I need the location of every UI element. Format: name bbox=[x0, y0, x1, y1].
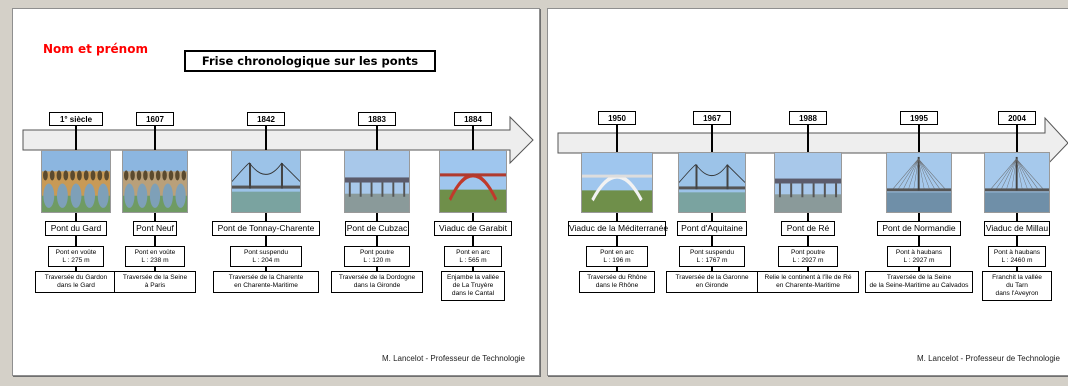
bridge-type: Pont poutre bbox=[359, 248, 395, 256]
description-line: Traversée de la Garonne bbox=[675, 274, 749, 281]
bridge-photo bbox=[984, 152, 1050, 213]
year-box: 1988 bbox=[789, 111, 827, 125]
bridge-photo bbox=[581, 152, 653, 213]
description-line: Traversée du Rhône bbox=[587, 274, 647, 281]
bridge-length: L : 1767 m bbox=[696, 256, 728, 264]
description-line: dans le Rhône bbox=[595, 282, 639, 289]
description-line: en Charente-Maritime bbox=[776, 282, 840, 289]
description-line: Enjambe la vallée bbox=[446, 274, 500, 281]
description-line: Traversée de la Dordogne bbox=[338, 274, 416, 281]
bridge-name: Viaduc de Millau bbox=[984, 221, 1050, 236]
bridge-length: L : 275 m bbox=[62, 256, 90, 264]
bridge-photo bbox=[41, 150, 111, 213]
bridge-length: L : 2460 m bbox=[1001, 256, 1033, 264]
bridge-name: Pont du Gard bbox=[45, 221, 107, 236]
year-box: 1607 bbox=[136, 112, 174, 126]
year-box: 1° siècle bbox=[49, 112, 103, 126]
bridge-photo bbox=[678, 152, 746, 213]
year-box: 1950 bbox=[598, 111, 636, 125]
bridge-length: L : 196 m bbox=[603, 256, 631, 264]
description-line: de La Truyère bbox=[452, 282, 494, 289]
description-line: dans le Cantal bbox=[451, 290, 495, 297]
bridge-type: Pont à haubans bbox=[993, 248, 1041, 256]
bridge-name: Pont de Cubzac bbox=[345, 221, 409, 236]
bridge-type: Pont à haubans bbox=[895, 248, 943, 256]
description-line: du Tarn bbox=[1006, 282, 1028, 289]
bridge-photo bbox=[122, 150, 188, 213]
footer-credit: M. Lancelot - Professeur de Technologie bbox=[381, 354, 525, 363]
year-box: 1967 bbox=[693, 111, 731, 125]
bridge-type: Pont en arc bbox=[600, 248, 634, 256]
footer-credit: M. Lancelot - Professeur de Technologie bbox=[916, 354, 1060, 363]
bridge-name: Pont de Normandie bbox=[877, 221, 961, 236]
bridge-type: Pont suspendu bbox=[690, 248, 734, 256]
description-line: dans la Gironde bbox=[353, 282, 401, 289]
bridge-name: Pont de Ré bbox=[781, 221, 835, 236]
description-line: Franchit la vallée bbox=[992, 274, 1042, 281]
description-line: dans le Gard bbox=[57, 282, 95, 289]
year-box: 1883 bbox=[358, 112, 396, 126]
bridge-photo bbox=[231, 150, 301, 213]
name-label: Nom et prénom bbox=[43, 42, 148, 56]
description-line: Traversée de la Charente bbox=[228, 274, 304, 281]
bridge-type: Pont poutre bbox=[790, 248, 826, 256]
description-line: en Charente-Maritime bbox=[234, 282, 298, 289]
bridge-type: Pont en voûte bbox=[55, 248, 97, 256]
year-box: 2004 bbox=[998, 111, 1036, 125]
bridge-length: L : 120 m bbox=[363, 256, 391, 264]
description-line: Traversée de la Seine bbox=[122, 274, 188, 281]
bridge-length: L : 565 m bbox=[459, 256, 487, 264]
bridge-photo bbox=[439, 150, 507, 213]
bridge-name: Pont d'Aquitaine bbox=[677, 221, 747, 236]
description-line: Traversée de la Seine bbox=[886, 274, 952, 281]
description-line: dans l'Aveyron bbox=[995, 290, 1039, 297]
bridge-length: L : 238 m bbox=[141, 256, 169, 264]
description-line: Traversée du Gardon bbox=[44, 274, 108, 281]
bridge-type: Pont suspendu bbox=[244, 248, 288, 256]
description-line: de la Seine-Maritime au Calvados bbox=[869, 282, 969, 289]
year-box: 1884 bbox=[454, 112, 492, 126]
bridge-photo bbox=[344, 150, 410, 213]
description-line: à Paris bbox=[144, 282, 166, 289]
bridge-photo bbox=[774, 152, 842, 213]
bridge-type: Pont en voûte bbox=[134, 248, 176, 256]
timeline-title: Frise chronologique sur les ponts bbox=[184, 50, 436, 72]
slide-left: Nom et prénom Frise chronologique sur le… bbox=[12, 8, 540, 376]
description-line: Relie le continent à l'île de Ré bbox=[764, 274, 852, 281]
bridge-length: L : 2927 m bbox=[792, 256, 824, 264]
year-box: 1995 bbox=[900, 111, 938, 125]
bridge-photo bbox=[886, 152, 952, 213]
bridge-name: Viaduc de Garabit bbox=[434, 221, 512, 236]
bridge-name: Viaduc de la Méditerranée bbox=[568, 221, 668, 236]
bridge-length: L : 2927 m bbox=[903, 256, 935, 264]
bridge-name: Pont Neuf bbox=[133, 221, 177, 236]
description-line: en Gironde bbox=[695, 282, 729, 289]
bridge-type: Pont en arc bbox=[456, 248, 490, 256]
bridge-length: L : 204 m bbox=[252, 256, 280, 264]
slide-right: M. Lancelot - Professeur de Technologie … bbox=[547, 8, 1068, 376]
bridge-name: Pont de Tonnay-Charente bbox=[212, 221, 320, 236]
year-box: 1842 bbox=[247, 112, 285, 126]
